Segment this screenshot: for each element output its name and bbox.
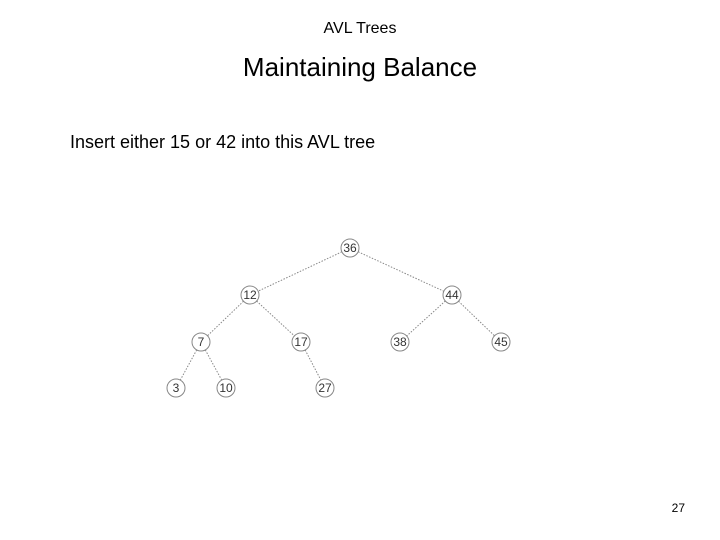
tree-edge-17-27 — [304, 349, 322, 381]
tree-node-circle — [216, 378, 236, 398]
slide-title: Maintaining Balance — [242, 52, 478, 82]
tree-edges — [179, 251, 495, 381]
tree-edge-36-44 — [357, 251, 445, 292]
tree-node-7: 7 — [191, 332, 211, 352]
tree-node-circle — [191, 332, 211, 352]
tree-node-circle — [166, 378, 186, 398]
tree-edge-7-10 — [204, 349, 223, 381]
tree-node-circle — [315, 378, 335, 398]
tree-edge-36-12 — [257, 251, 343, 292]
tree-node-17: 17 — [291, 332, 311, 352]
tree-edge-44-38 — [406, 300, 446, 337]
tree-node-12: 12 — [240, 285, 260, 305]
tree-node-44: 44 — [442, 285, 462, 305]
tree-edge-44-45 — [458, 300, 495, 337]
slide-header: AVL Trees — [323, 20, 397, 37]
tree-node-label: 12 — [243, 288, 257, 302]
tree-node-circle — [390, 332, 410, 352]
tree-node-circle — [491, 332, 511, 352]
tree-node-circle — [442, 285, 462, 305]
tree-node-45: 45 — [491, 332, 511, 352]
tree-node-27: 27 — [315, 378, 335, 398]
tree-node-label: 10 — [219, 381, 233, 395]
tree-node-circle — [291, 332, 311, 352]
tree-nodes: 36 12 44 7 17 38 45 3 10 27 — [166, 238, 511, 398]
page-number: 27 — [671, 501, 685, 515]
tree-node-circle — [240, 285, 260, 305]
tree-node-label: 44 — [445, 288, 459, 302]
tree-node-label: 27 — [318, 381, 332, 395]
slide-prompt: Insert either 15 or 42 into this AVL tre… — [70, 132, 376, 152]
tree-edge-12-7 — [207, 300, 244, 337]
tree-node-label: 45 — [494, 335, 508, 349]
tree-node-10: 10 — [216, 378, 236, 398]
tree-node-36: 36 — [340, 238, 360, 258]
tree-edge-12-17 — [256, 300, 295, 337]
tree-node-circle — [340, 238, 360, 258]
tree-node-label: 3 — [173, 381, 180, 395]
tree-node-label: 7 — [198, 335, 205, 349]
tree-node-label: 36 — [343, 241, 357, 255]
tree-edge-7-3 — [179, 349, 198, 381]
tree-node-label: 38 — [393, 335, 407, 349]
tree-node-3: 3 — [166, 378, 186, 398]
tree-node-38: 38 — [390, 332, 410, 352]
tree-node-label: 17 — [294, 335, 308, 349]
